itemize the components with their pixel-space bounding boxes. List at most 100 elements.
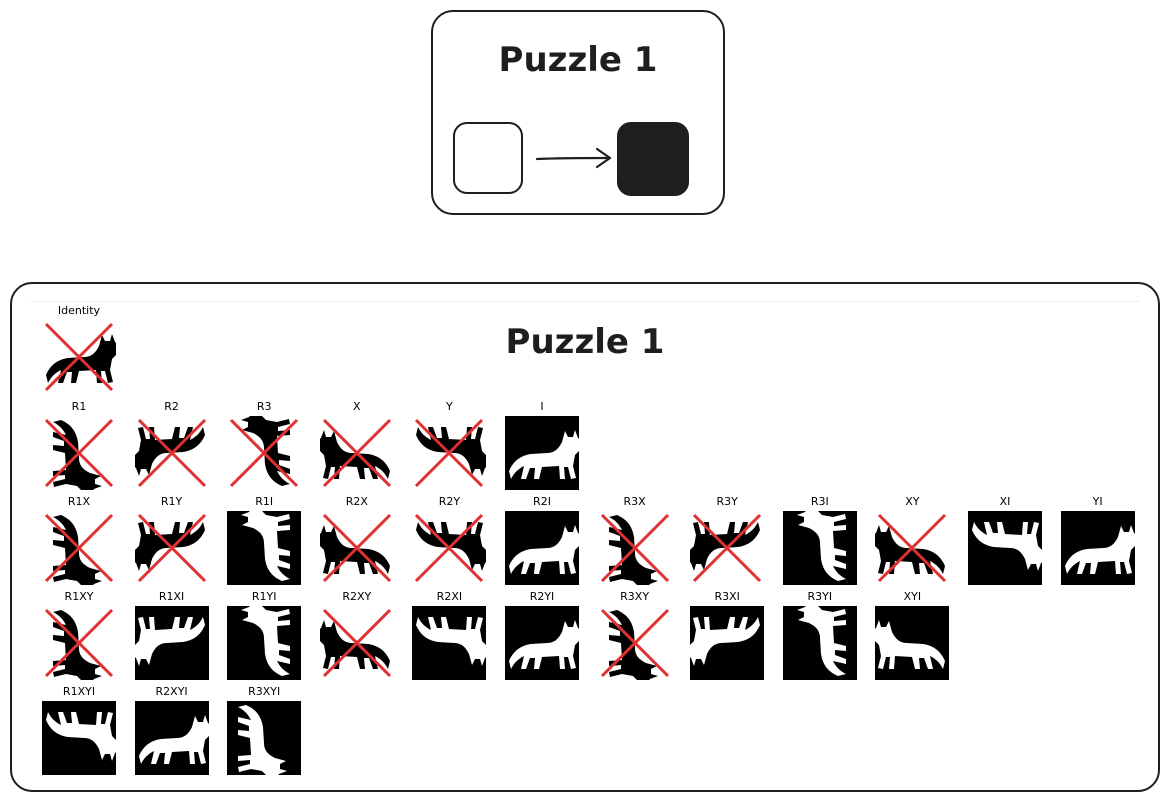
rejected-cat-image — [44, 608, 114, 680]
tile-label: R3 — [256, 400, 272, 413]
tile-label: R1I — [255, 495, 274, 508]
cross-line — [137, 513, 206, 583]
rejected-cat-image — [44, 322, 116, 392]
transformation-tile: R3XY — [598, 590, 672, 680]
inverted-cat-image — [505, 511, 579, 585]
transformations-title: Puzzle 1 — [505, 322, 665, 362]
inverted-cat-image — [968, 511, 1042, 585]
inverted-cat-image — [505, 606, 579, 680]
transformation-tile: R3 — [227, 400, 301, 490]
cross-line — [44, 322, 114, 392]
puzzle-card-title: Puzzle 1 — [498, 40, 658, 80]
rejected-cat-image — [690, 513, 762, 583]
tile-label: R1YI — [251, 590, 277, 603]
transformation-tile: R3Y — [690, 495, 764, 585]
rejected-cat-image — [44, 418, 114, 490]
transformation-tile: YI — [1060, 495, 1135, 585]
rejected-cat-image — [415, 513, 487, 583]
rejected-cat-image — [600, 608, 669, 680]
tile-label: XYI — [903, 590, 922, 603]
transformation-tile: Identity — [42, 304, 116, 394]
cross-line — [693, 513, 762, 583]
tile-label: Identity — [57, 304, 101, 317]
puzzle-card: Puzzle 1 — [431, 10, 725, 215]
tile-label: YI — [1092, 495, 1103, 508]
rejected-cat-image — [134, 418, 206, 488]
transformation-tile: XYI — [875, 590, 950, 680]
cross-line — [415, 513, 484, 583]
cross-line — [137, 418, 206, 488]
tile-label: R1 — [71, 400, 87, 413]
transformation-tile: XY — [875, 495, 949, 585]
transformation-tile: R2XYI — [134, 685, 209, 775]
inverted-cat-image — [875, 606, 950, 680]
rejected-cat-image — [600, 513, 669, 585]
inverted-cat-image — [227, 511, 302, 585]
inverted-cat-image — [227, 606, 302, 680]
tile-label: R3YI — [807, 590, 833, 603]
transformation-tile: R1Y — [134, 495, 209, 585]
transformation-tile: XI — [968, 495, 1042, 585]
cross-line — [44, 608, 114, 678]
white-square — [453, 122, 523, 194]
rejected-cat-image — [230, 416, 299, 488]
tile-label: R1X — [67, 495, 91, 508]
tile-label: Y — [446, 400, 453, 413]
tile-label: R1Y — [160, 495, 183, 508]
tile-label: R2 — [164, 400, 179, 413]
tile-label: XY — [905, 495, 920, 508]
inverted-cat-image — [1060, 511, 1135, 585]
tile-label: X — [353, 400, 361, 413]
inverted-cat-image — [227, 701, 302, 775]
transformation-tile: R3YI — [782, 590, 857, 680]
inverted-cat-image — [134, 701, 209, 775]
inverted-cat-image — [42, 701, 116, 775]
cross-line — [600, 513, 669, 583]
rejected-cat-image — [44, 513, 114, 585]
rejected-cat-image — [875, 513, 947, 583]
transformation-tile: R2I — [505, 495, 579, 585]
black-square — [617, 122, 689, 196]
transformation-tile: R2XI — [412, 590, 487, 680]
cross-line — [878, 513, 947, 583]
tile-label: R3XY — [620, 590, 650, 603]
transformation-tile: R3X — [598, 495, 672, 585]
tile-label: R3XI — [714, 590, 740, 603]
transformation-tile: R1X — [42, 495, 116, 585]
tile-label: R2I — [533, 495, 551, 508]
tile-label: R3X — [623, 495, 646, 508]
tile-label: R2XI — [436, 590, 463, 603]
tile-label: R2YI — [529, 590, 555, 603]
transformation-tile: Y — [412, 400, 487, 490]
tile-label: R2X — [345, 495, 368, 508]
tile-label: I — [540, 400, 544, 413]
transformation-tile: R2Y — [412, 495, 487, 585]
transformation-tile: R1XYI — [42, 685, 116, 775]
tile-label: R1XY — [64, 590, 94, 603]
transformation-tile: R1XI — [134, 590, 209, 680]
inverted-cat-image — [412, 606, 487, 680]
tile-label: R3XYI — [248, 685, 281, 698]
tile-label: XI — [999, 495, 1011, 508]
tile-label: R2XY — [342, 590, 372, 603]
tile-label: R1XI — [158, 590, 185, 603]
transformation-tile: R1 — [42, 400, 116, 490]
rejected-cat-image — [415, 418, 487, 488]
tile-label: R3I — [810, 495, 829, 508]
inverted-cat-image — [782, 511, 857, 585]
transformation-tile: I — [505, 400, 579, 490]
transformation-tile: R1I — [227, 495, 302, 585]
inverted-cat-image — [505, 416, 579, 490]
cross-line — [322, 513, 391, 583]
cross-line — [600, 608, 669, 678]
transformation-tile: R3I — [782, 495, 857, 585]
transformation-tile: R1XY — [42, 590, 116, 680]
tile-label: R2XYI — [155, 685, 188, 698]
cross-line — [44, 418, 114, 488]
transformation-tile: R2YI — [505, 590, 579, 680]
tile-label: R1XYI — [62, 685, 96, 698]
tile-label: R3Y — [716, 495, 738, 508]
tile-label: R2Y — [438, 495, 461, 508]
rejected-cat-image — [319, 513, 391, 583]
